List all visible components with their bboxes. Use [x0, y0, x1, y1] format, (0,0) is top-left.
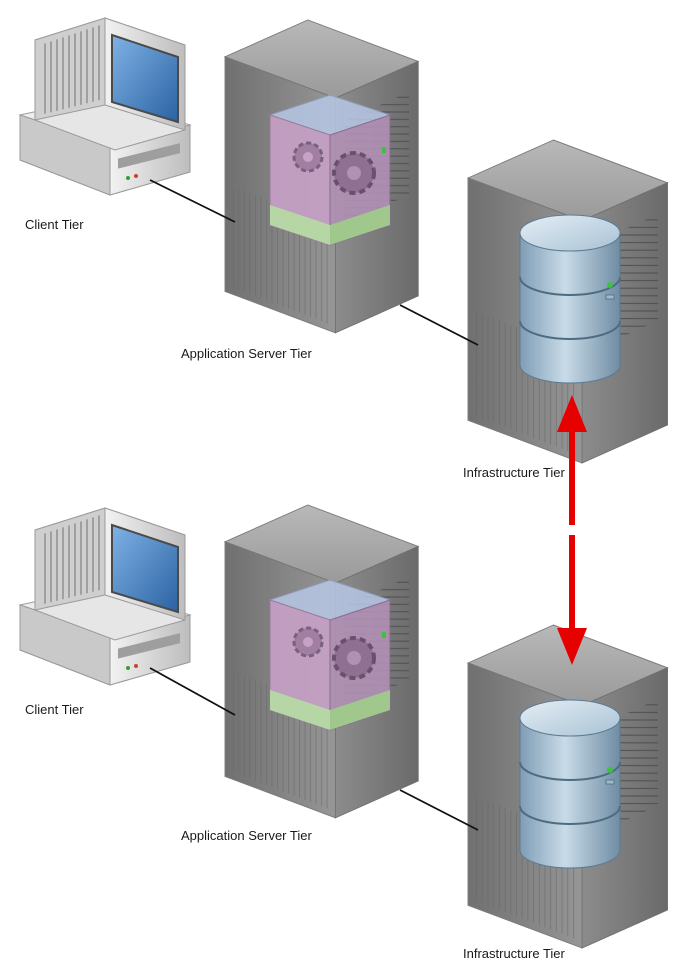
application-cube-icon-top [268, 93, 392, 247]
database-icon-top [519, 214, 621, 384]
link-app-infra-top [399, 304, 479, 346]
database-icon-bottom [519, 699, 621, 869]
link-app-infra-bottom [399, 789, 479, 831]
link-client-app-top [149, 179, 236, 223]
infra-tier-label-top: Infrastructure Tier [463, 465, 565, 480]
client-computer-top [19, 17, 191, 196]
app-server-tier-label-top: Application Server Tier [181, 346, 312, 361]
application-cube-icon-bottom [268, 578, 392, 732]
bidirectional-arrow-icon [557, 395, 587, 665]
client-tier-label-bottom: Client Tier [25, 702, 84, 717]
client-computer-bottom [19, 507, 191, 686]
app-server-tier-label-bottom: Application Server Tier [181, 828, 312, 843]
client-tier-label-top: Client Tier [25, 217, 84, 232]
link-client-app-bottom [149, 667, 236, 716]
infra-tier-label-bottom: Infrastructure Tier [463, 946, 565, 961]
